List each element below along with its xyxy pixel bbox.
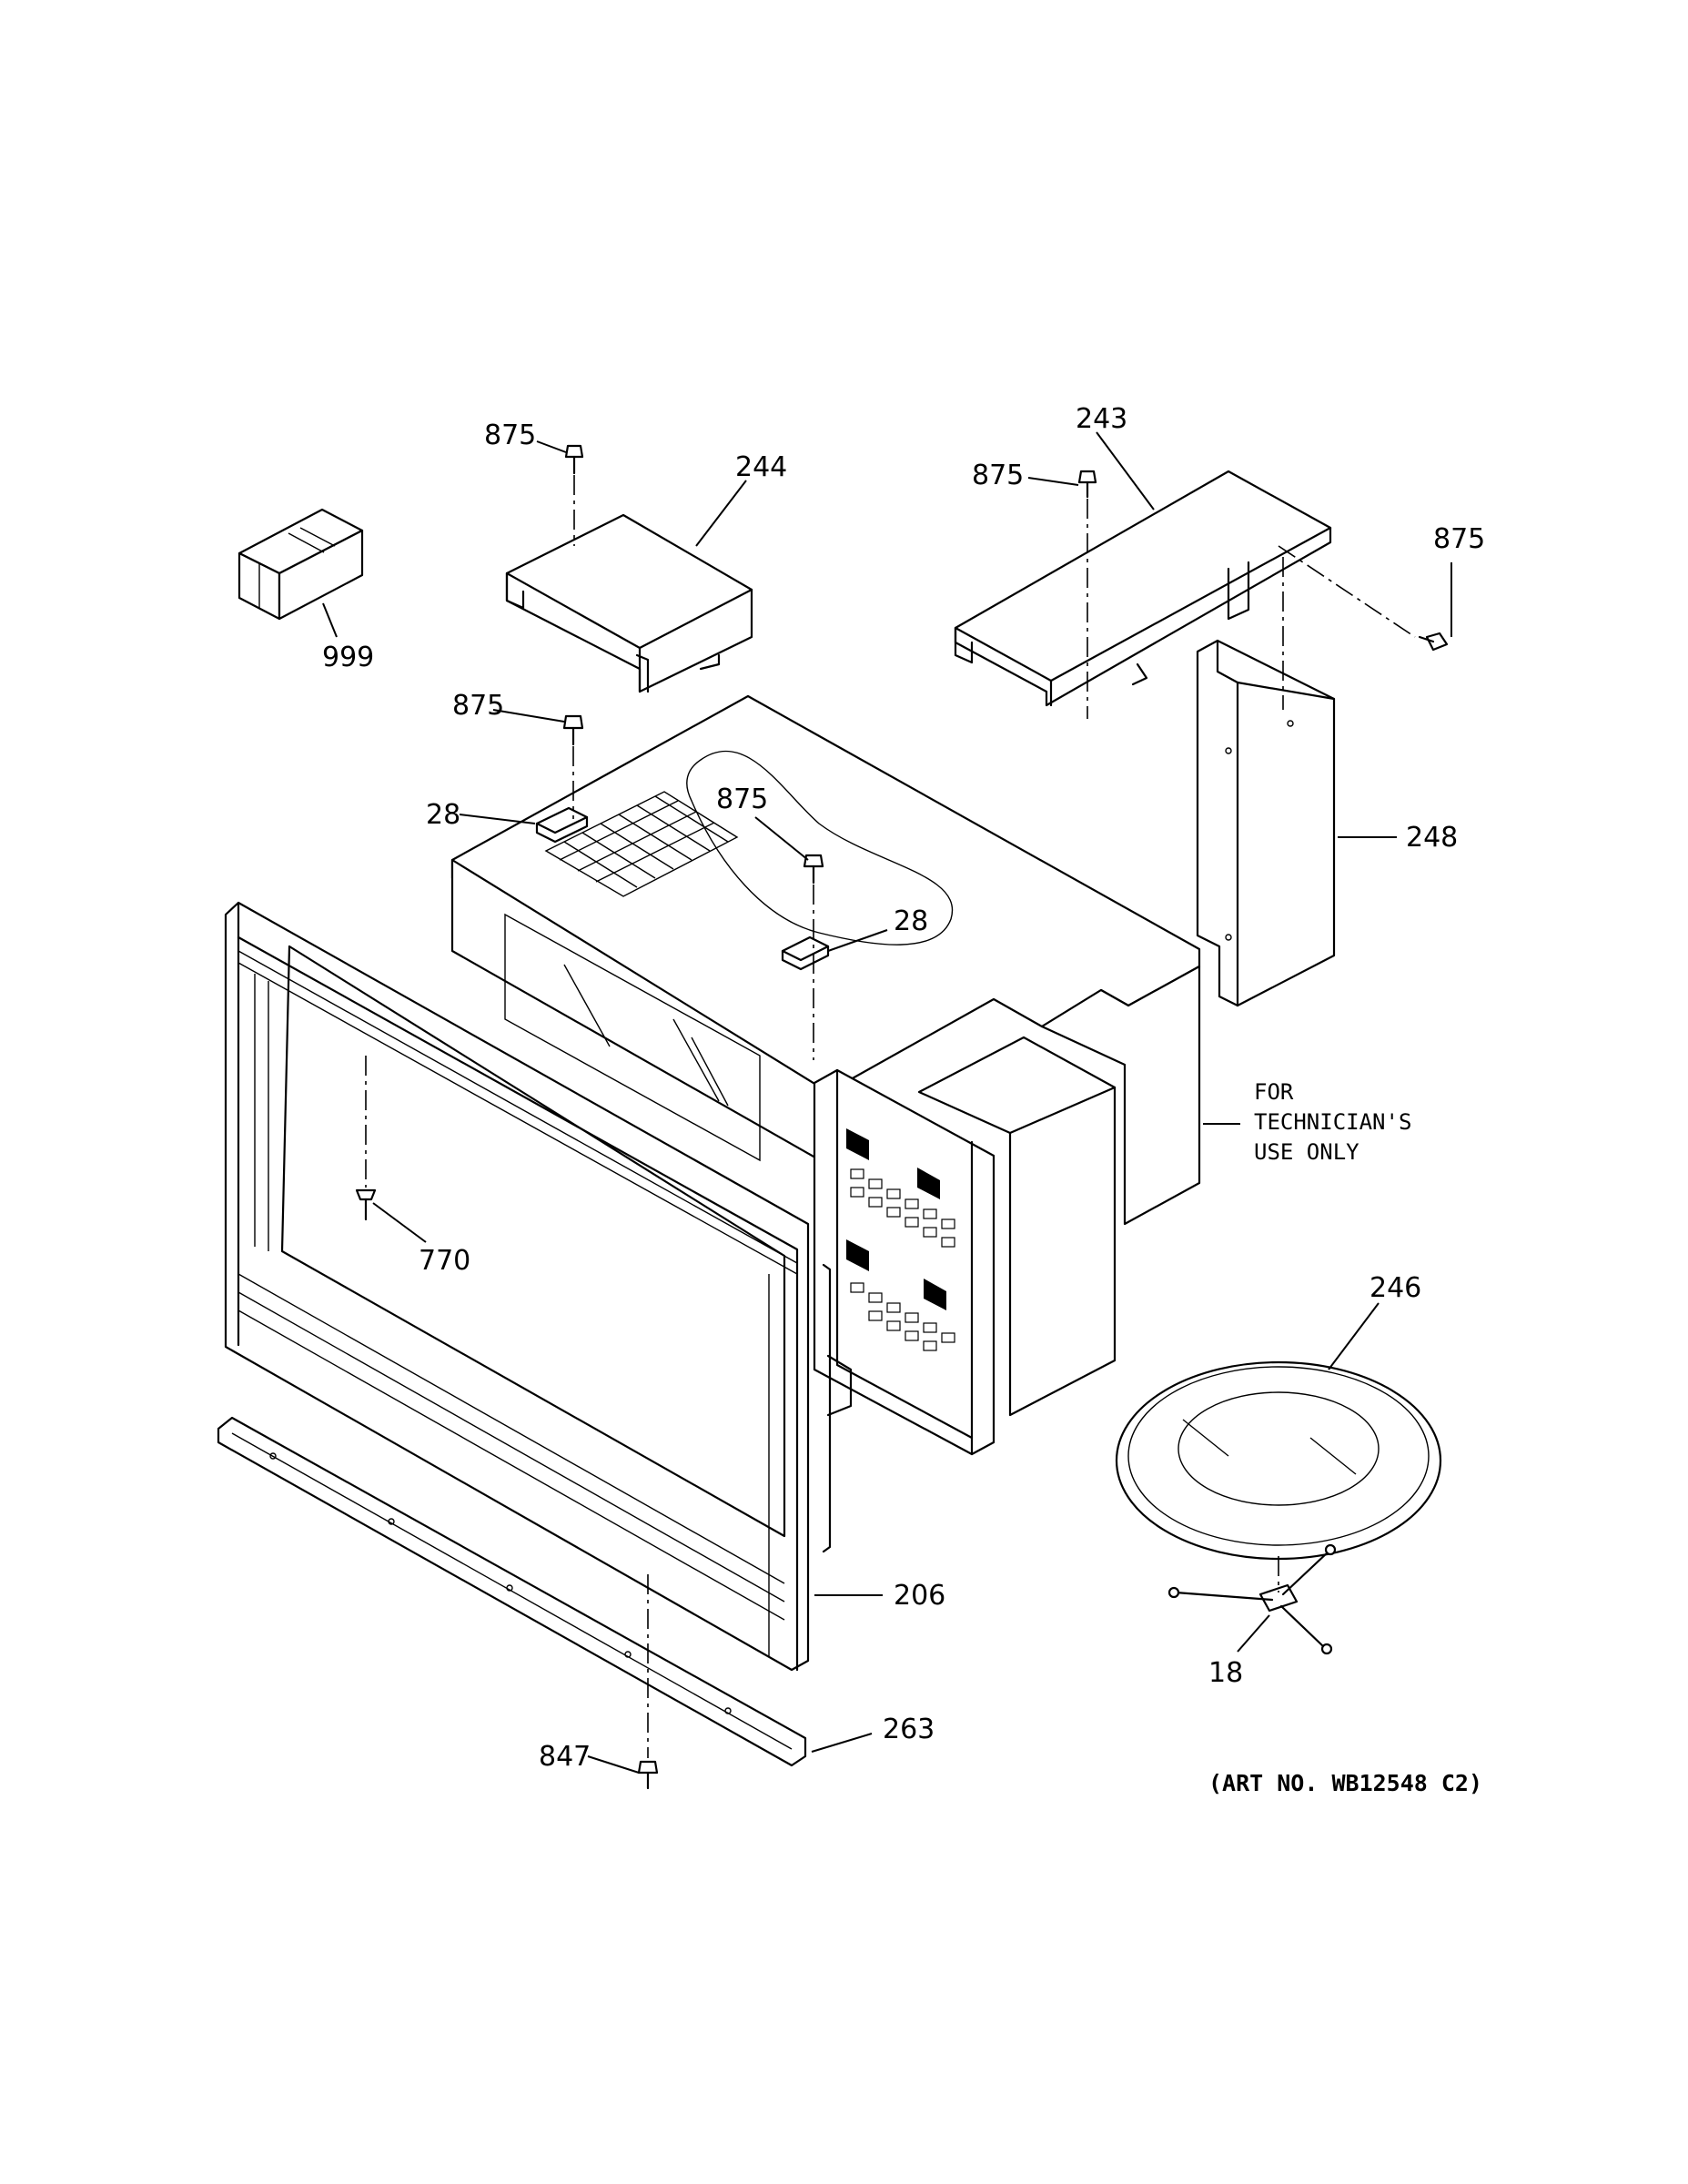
callout-243: 243 [1076, 403, 1127, 435]
part-263-bottom-trim [217, 1416, 807, 1767]
control-panel [813, 1068, 996, 1456]
part-999-kit-box [238, 508, 364, 621]
vent-grill [544, 791, 739, 897]
note-line: USE ONLY [1254, 1139, 1359, 1165]
screw-847 [637, 1760, 659, 1790]
callout-248: 248 [1406, 822, 1458, 854]
microwave-cabinet [450, 694, 1201, 1456]
leader-lines [322, 431, 1452, 1774]
screw-875-b [562, 714, 584, 746]
callout-246: 246 [1370, 1272, 1421, 1304]
callout-28: 28 [894, 905, 928, 937]
callout-18: 18 [1208, 1657, 1243, 1689]
callout-999: 999 [322, 642, 374, 673]
part-206-trim-frame [224, 901, 832, 1672]
keypad [850, 1168, 955, 1351]
callout-875: 875 [972, 460, 1024, 491]
screw-875-a [564, 444, 584, 475]
callout-206: 206 [894, 1580, 945, 1612]
part-246-turntable-tray [1115, 1360, 1442, 1561]
screw-770 [355, 1188, 377, 1221]
callout-263: 263 [883, 1714, 935, 1745]
part-18-roller-support [1167, 1543, 1337, 1655]
screw-875-d [1418, 632, 1449, 652]
callout-875: 875 [716, 784, 768, 815]
part-28-bracket-right [781, 935, 830, 971]
technician-note: FOR TECHNICIAN'S USE ONLY [1254, 1079, 1411, 1165]
callout-875: 875 [1433, 523, 1485, 555]
note-line: FOR [1254, 1079, 1294, 1105]
callout-244: 244 [735, 451, 787, 483]
callout-labels: 875 244 243 875 875 999 875 875 28 28 24… [322, 403, 1485, 1773]
part-28-bracket-left [535, 806, 589, 844]
part-248-side-panel [1196, 639, 1336, 1007]
screw-875-e [803, 854, 824, 885]
note-line: TECHNICIAN'S [1254, 1109, 1411, 1135]
callout-28: 28 [426, 799, 460, 831]
callout-875: 875 [452, 690, 504, 722]
callout-847: 847 [539, 1741, 591, 1773]
part-243-cover [954, 470, 1332, 707]
screw-875-c [1077, 470, 1097, 499]
alignment-lines [365, 475, 1416, 1758]
callout-875: 875 [484, 420, 536, 451]
part-244-cover [505, 513, 753, 693]
callout-770: 770 [419, 1245, 470, 1277]
art-number: (ART NO. WB12548 C2) [1208, 1770, 1482, 1796]
